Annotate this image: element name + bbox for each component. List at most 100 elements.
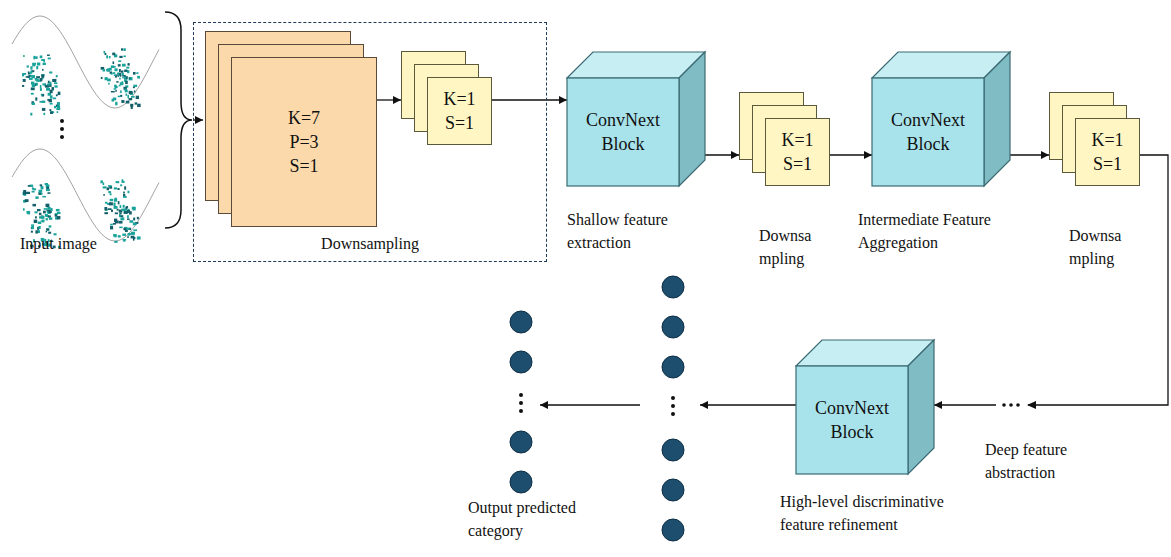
pixel-dot <box>23 208 25 210</box>
box-face: K=1 S=1 <box>427 77 492 145</box>
pixel-dot <box>42 220 45 223</box>
pixel-dot <box>119 85 121 87</box>
pixel-dot <box>39 213 42 215</box>
pixel-dot <box>123 192 125 194</box>
pixel-dot <box>48 215 51 217</box>
caption-holder: Downsa mpling <box>1069 224 1135 270</box>
pixel-dot <box>137 104 141 107</box>
pixel-dot <box>43 113 45 115</box>
cube-front <box>796 366 908 474</box>
feature-map <box>766 119 830 186</box>
pixel-dot <box>123 239 125 241</box>
feature-map <box>232 58 377 227</box>
stage-caption: Downsa mpling <box>759 224 825 270</box>
pixel-dot <box>119 78 121 80</box>
pixel-dot <box>120 95 122 97</box>
pixel-dot <box>57 105 60 108</box>
pixel-dot <box>131 236 135 239</box>
pixel-dot <box>128 233 131 235</box>
pixel-dot <box>114 85 117 87</box>
pixel-dot <box>49 71 52 73</box>
pixel-dot <box>46 218 48 220</box>
pixel-dot <box>100 180 102 183</box>
pixel-dot <box>127 191 129 193</box>
pixel-dot <box>50 111 53 114</box>
pixel-dot <box>42 69 44 71</box>
pixel-dot <box>38 226 40 229</box>
pixel-dot <box>23 192 26 195</box>
pixel-dot <box>48 93 52 96</box>
pixel-dot <box>133 207 136 210</box>
pixel-dot <box>129 211 132 214</box>
pixel-dot <box>110 226 113 229</box>
pixel-dot <box>125 81 128 84</box>
pixel-dot <box>119 227 122 229</box>
pixel-dot <box>118 96 121 98</box>
pixel-dot <box>126 67 129 69</box>
pixel-dot <box>46 231 48 233</box>
pixel-dot <box>118 201 120 204</box>
pixel-dot <box>131 106 133 109</box>
pixel-dot <box>124 55 126 57</box>
box-face: K=1 S=1 <box>1075 118 1140 186</box>
pixel-dot <box>36 66 38 69</box>
pixel-dot <box>57 216 61 219</box>
pixel-dot <box>132 207 136 210</box>
cube-side <box>679 52 705 186</box>
pixel-dot <box>54 85 57 87</box>
pixel-dot <box>56 209 60 211</box>
pixel-dot <box>133 222 137 225</box>
pixel-dot <box>32 204 36 206</box>
pixel-dot <box>122 64 126 67</box>
arrow-connector <box>705 154 739 155</box>
pixel-dot <box>46 187 49 189</box>
cube-side <box>984 52 1010 186</box>
pixel-dot <box>120 217 124 220</box>
pixel-dot <box>44 208 48 210</box>
pixel-dot <box>48 58 51 60</box>
pixel-dot <box>124 186 126 189</box>
convnext-block: ConvNext BlockShallow feature extraction <box>567 52 705 186</box>
arrow <box>540 404 640 405</box>
box-face: ConvNext Block <box>796 366 908 474</box>
pixel-dot <box>115 90 117 92</box>
pixel-dot <box>35 211 38 213</box>
pixel-dot <box>26 76 30 78</box>
cube-side <box>908 340 934 474</box>
pixel-dot <box>114 206 118 209</box>
pixel-dot <box>30 66 32 69</box>
pixel-dot <box>35 196 38 198</box>
pixel-dot <box>110 193 112 195</box>
conv-layer-stack: K=1 S=1 <box>401 51 492 145</box>
pixel-dot <box>120 75 122 77</box>
box-face: K=1 S=1 <box>765 118 830 186</box>
arrow-connector <box>1010 154 1049 155</box>
pixel-dot <box>119 56 122 58</box>
pixel-dot <box>35 230 37 233</box>
arrow-connector <box>492 99 567 100</box>
annotation-label: Output predicted category <box>468 496 600 542</box>
pixel-dot <box>126 228 129 230</box>
pixel-dot <box>31 101 34 104</box>
pixel-dot <box>48 232 51 234</box>
pixel-dot <box>110 224 113 226</box>
pixel-dot <box>35 56 38 59</box>
pixel-dot <box>23 192 26 195</box>
pixel-dot <box>113 98 116 101</box>
pixel-dot <box>108 83 110 85</box>
pixel-dot <box>118 235 121 237</box>
pixel-dot <box>114 187 117 189</box>
box-text: K=1 S=1 <box>440 87 480 136</box>
box-text: K=1 S=1 <box>1088 128 1128 177</box>
signal-curve <box>12 149 159 241</box>
pixel-dot <box>124 212 128 214</box>
cube-front <box>872 78 984 186</box>
signal-curve <box>12 16 159 108</box>
feature-neurons <box>662 276 684 541</box>
pixel-dot <box>46 189 50 191</box>
pixel-dot <box>114 241 117 243</box>
pixel-dot <box>38 222 42 225</box>
pixel-dot <box>103 69 106 71</box>
stage-caption: Downsa mpling <box>1069 224 1135 270</box>
pixel-dot <box>26 192 30 194</box>
